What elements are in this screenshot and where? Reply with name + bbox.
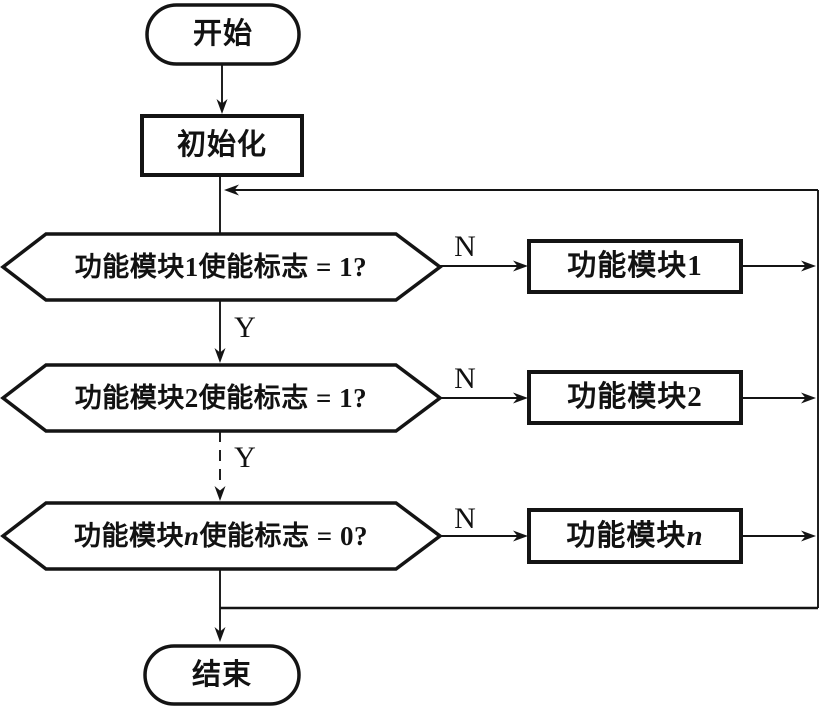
process-1-shape xyxy=(527,239,743,294)
process-1-text-var: 1 xyxy=(687,250,703,282)
decision-3-text-suffix: 使能标志 = 0? xyxy=(199,520,368,551)
decision-1-text-suffix: 使能标志 = 1? xyxy=(198,251,368,282)
arrowhead-into-process-3 xyxy=(513,530,528,542)
decision-1-text-prefix: 功能模块 xyxy=(74,251,185,282)
arrowhead-process-3-to-rail xyxy=(801,530,816,542)
arrowhead-into-process-2 xyxy=(513,392,528,404)
decision-3-text-var: n xyxy=(184,520,200,551)
decision-3-no-branch-label: N xyxy=(454,502,476,535)
decision-2-text-var: 2 xyxy=(184,382,199,413)
process-1-text-prefix: 功能模块 xyxy=(567,250,688,282)
decision-3-text-prefix: 功能模块 xyxy=(74,520,185,551)
start-terminator-shape xyxy=(145,3,301,66)
process-3-text-prefix: 功能模块 xyxy=(566,519,687,552)
end-label: 结束 xyxy=(191,658,252,691)
process-3-text-var: n xyxy=(686,519,704,552)
process-2-shape xyxy=(527,370,743,425)
process-2-text-prefix: 功能模块 xyxy=(567,381,688,413)
decision-1-shape xyxy=(0,232,443,302)
decision-3-shape xyxy=(0,501,443,571)
arrowhead-into-decision-2 xyxy=(214,348,226,363)
process-3-shape xyxy=(527,508,743,564)
init-label: 初始化 xyxy=(176,129,267,161)
decision-2-text-suffix: 使能标志 = 1? xyxy=(198,382,368,413)
decision-1-yes-branch-label: Y xyxy=(234,311,256,344)
arrowhead-into-end xyxy=(214,627,226,642)
decision-1-no-branch-label: N xyxy=(454,230,476,263)
decision-2-shape xyxy=(0,363,443,433)
process-2-text-var: 2 xyxy=(687,381,703,413)
arrowhead-process-1-to-rail xyxy=(801,260,816,272)
end-terminator-shape xyxy=(143,644,301,706)
start-label: 开始 xyxy=(192,18,253,50)
decision-2-text-prefix: 功能模块 xyxy=(74,382,185,413)
decision-2-no-branch-label: N xyxy=(454,362,476,395)
arrowhead-process-2-to-rail xyxy=(801,392,816,404)
decision-2-yes-branch-label: Y xyxy=(234,441,256,474)
init-process-shape xyxy=(140,114,304,177)
arrowhead-into-decision-3 xyxy=(214,486,226,501)
arrowhead-into-process-1 xyxy=(513,260,528,272)
decision-1-text-var: 1 xyxy=(184,251,199,282)
arrowhead-into-init xyxy=(216,99,228,114)
arrowhead-loopback-left xyxy=(224,184,239,196)
